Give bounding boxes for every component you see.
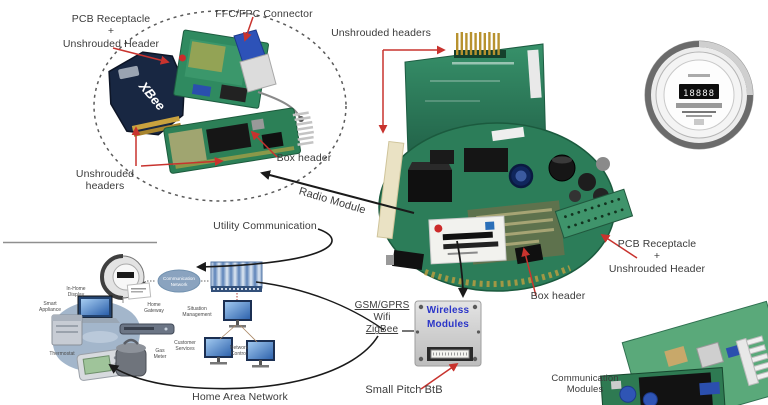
monitor-network-control [246,340,275,368]
label-box-header-right: Box header [530,290,586,302]
radio-pcb-photo [163,107,314,174]
arrow-ffc [243,16,254,42]
label-home-area-network: Home Area Network [192,391,288,403]
antenna-strip [376,140,405,240]
bubble-line2: Network [171,282,189,287]
label-customer-services: Customer Services [174,340,196,352]
label-in-home-display: In-Home Display [66,286,86,298]
label-gsm-gprs: GSM/GPRS [354,300,410,311]
label-radio-technologies: GSM/GPRS Wifi ZigBee [346,300,418,337]
arrow-receptacle-right [600,234,638,259]
label-unshrouded-headers-top: Unshrouded headers [331,27,431,39]
arrow-box-header-left [250,130,278,158]
label-ffc-fpc-connector: FFC/FPC Connector [215,8,313,20]
label-unshrouded-headers-left: Unshrouded headers [75,168,135,193]
arrow-radio-module [260,170,415,214]
meter-mainboard-photo [376,122,634,292]
arrow-box-header-right [521,247,537,297]
label-smart-appliance: Smart Appliance [39,301,61,313]
monitor-situation-management [223,300,252,328]
arrow-small-pitch [420,362,459,390]
monitor-customer-services [204,337,233,365]
smart-appliance-device [51,314,83,346]
arrow-module-to-box [456,240,468,298]
meter-lcd: 18888 [683,89,715,99]
home-gateway-device [119,323,175,335]
xbee-module-photo: XBee [108,51,186,137]
label-box-header-left: Box header [276,152,332,164]
comm-network-bubble: Communication Network [157,269,201,293]
arrow-home-area [108,335,379,390]
ffc-pcb-photo [173,29,304,122]
zoom-circle [93,10,347,202]
gas-meter-device [115,338,147,377]
line-monitor-fork-left [219,324,237,340]
han-meter-photo [100,254,152,300]
radio-module-sticker [428,215,507,265]
label-pcb-receptacle-left: PCB Receptacle + Unshrouded Header [62,13,160,50]
bubble-line1: Communication [163,276,195,281]
comm-modules-photo [600,300,768,405]
line-meter-to-gsm [255,281,385,331]
arrow-utility-comm [196,228,333,272]
pcb-receptacle-connector [554,188,634,239]
watt-meter-photo: 18888 [644,40,754,150]
label-situation-management: Situation Management [182,306,212,318]
line-monitor-fork-right [239,324,258,343]
transformer [408,170,452,202]
label-thermostat: Thermostat [49,351,75,357]
blob-highlight [82,331,118,343]
label-network-control: Network Control [229,345,249,357]
label-wifi: Wifi [373,312,391,324]
label-utility-communication: Utility Communication [213,220,317,232]
wireless-module-box [414,300,482,367]
label-pcb-receptacle-right: PCB Receptacle + Unshrouded Header [608,238,706,275]
arrow-unshrouded-pcb [140,156,224,167]
label-gas-meter: Gas Meter [153,348,167,360]
label-wireless-module: Wireless Modules [426,305,470,330]
label-zigbee: ZigBee [365,324,399,336]
label-communication-modules: Communication Modules [551,373,619,396]
label-small-pitch-btb: Small Pitch BtB [365,384,443,396]
label-home-gateway: Home Gateway [144,302,164,314]
arrow-receptacle-left [112,47,170,65]
